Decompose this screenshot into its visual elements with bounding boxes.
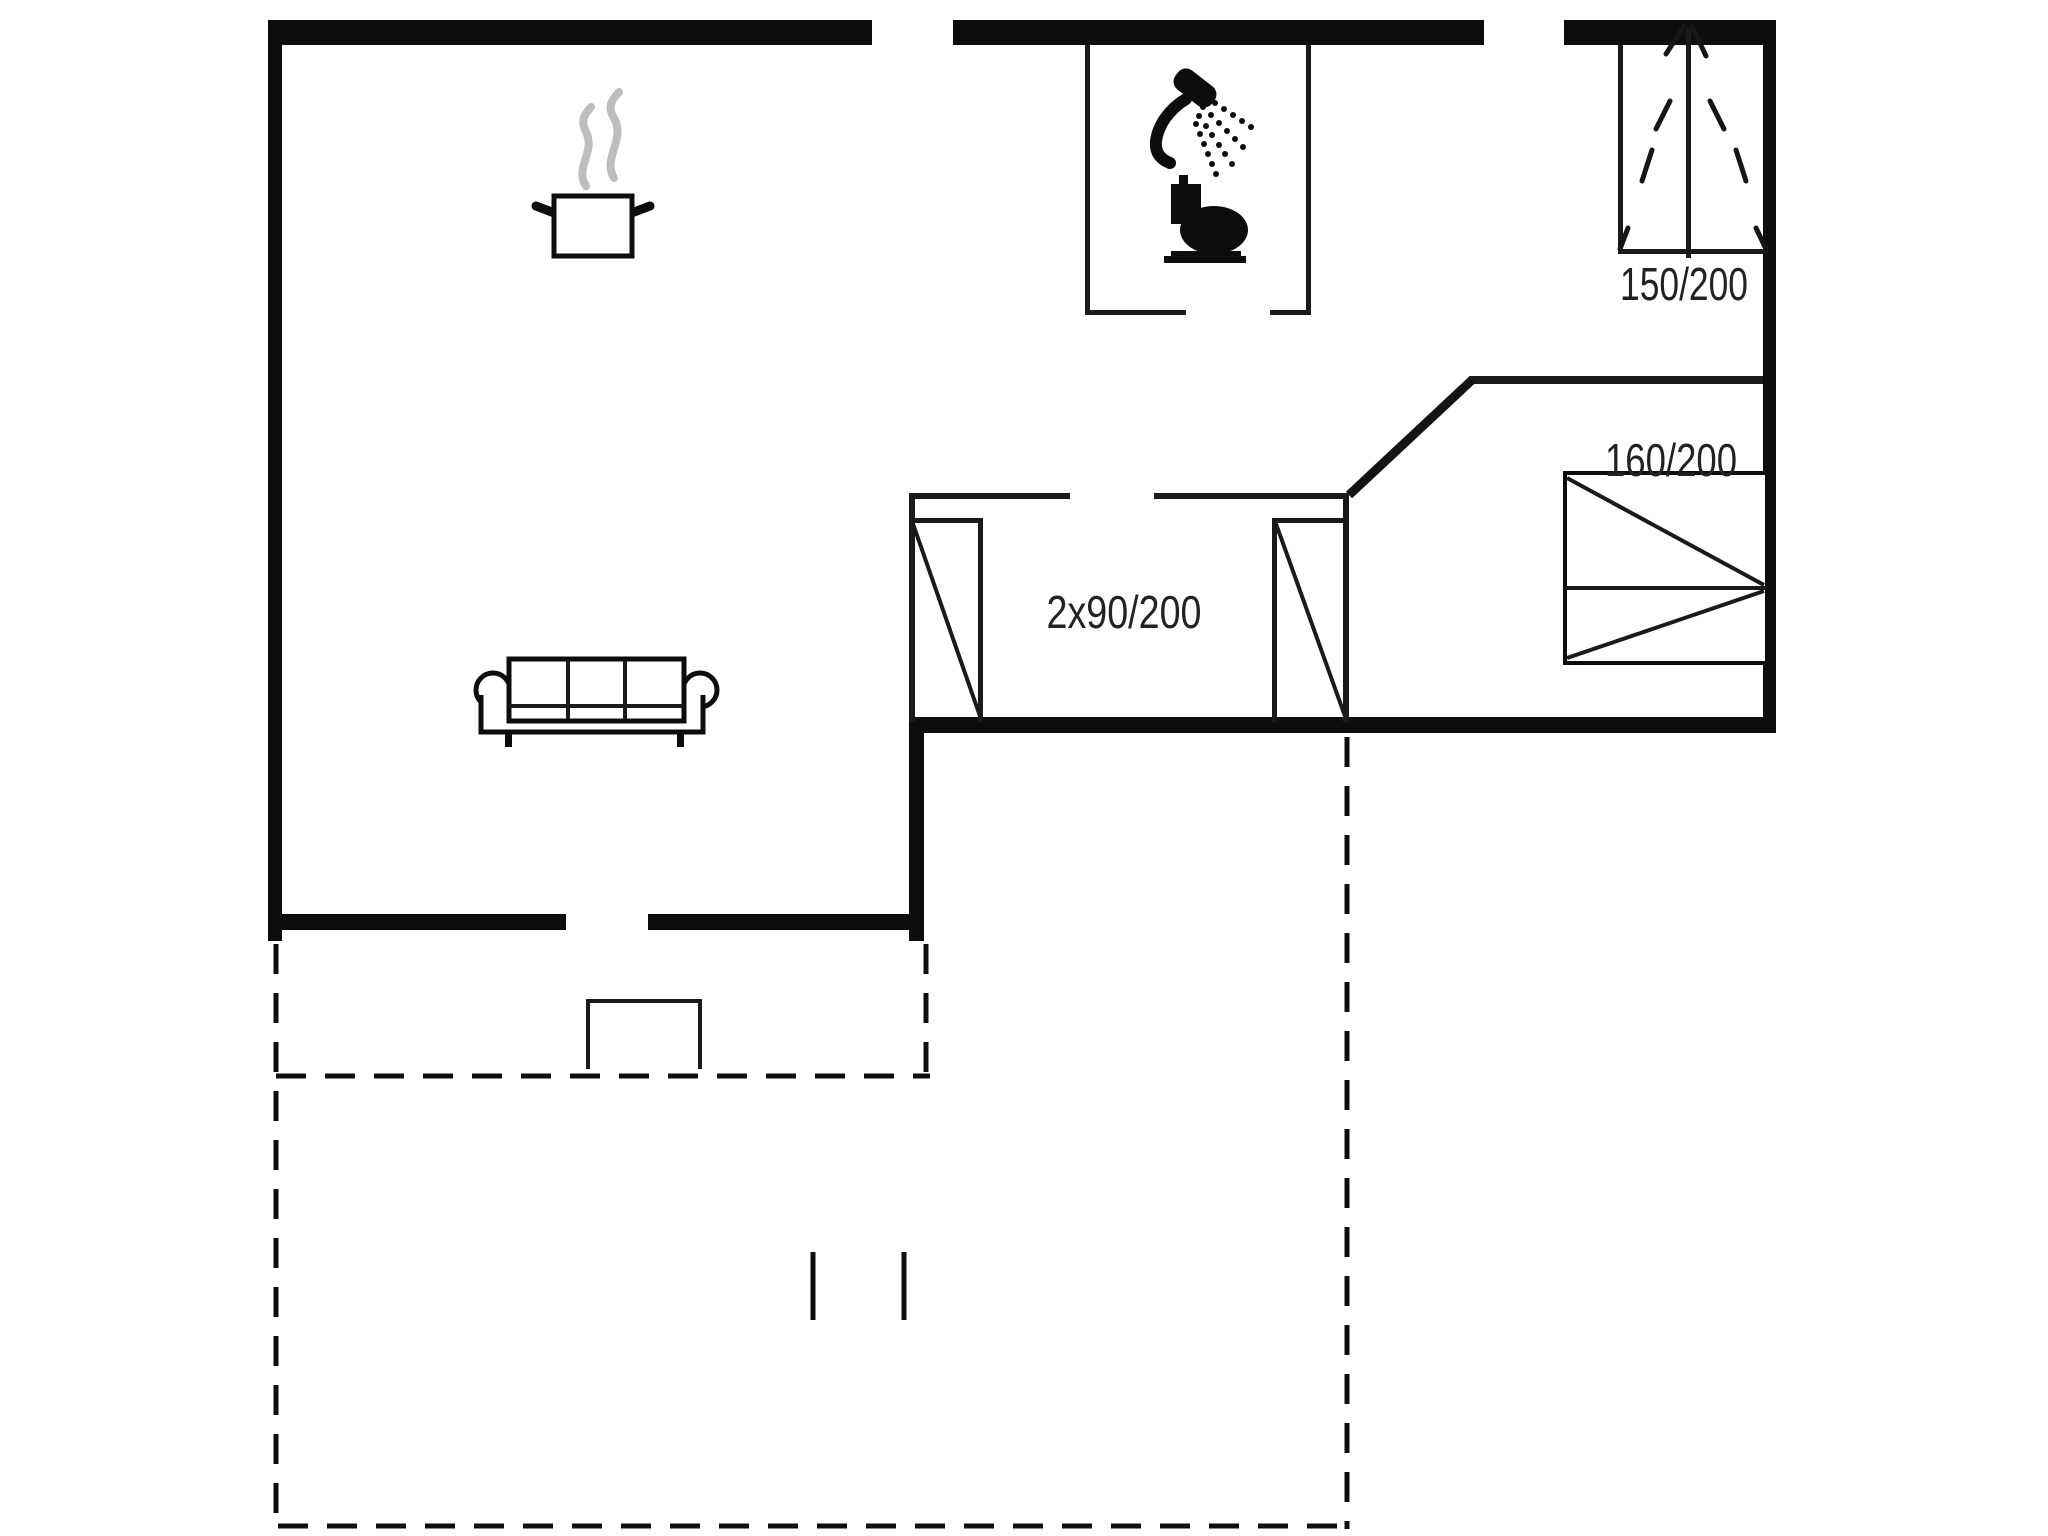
wardrobe-centerline [1686,28,1691,258]
wardrobe-arrow-right [1689,23,1709,59]
door-jamb-left [909,493,983,722]
shower-icon [1149,68,1254,177]
bathroom-wall-left [1085,45,1090,315]
hallway-walls [909,376,1763,722]
hall-line-right [1154,493,1346,499]
wall-bedroom-bottom [909,717,1776,733]
wall-step-vertical [909,717,924,941]
toilet-foot [1164,256,1246,263]
hall-diagonal-wall [1345,376,1476,499]
wardrobe-arrow-left [1663,23,1687,57]
living-room [473,88,720,747]
shower-spray-dots [1193,94,1254,177]
wall-top-segment-2 [953,20,1484,45]
bathroom-wall-bottom-left [1085,310,1186,315]
sofa-icon [473,656,720,747]
steam-wisp-right [606,88,623,182]
pot-body [551,193,635,259]
steam-wisp-left [578,103,595,190]
wardrobe-bottom-line [1618,249,1768,254]
dashed-terrace-outline [273,737,1350,1529]
double-bed-icon [1563,471,1769,665]
wardrobe-left-door-swing [1617,98,1673,252]
bed-diagonal-top [1566,476,1765,587]
double-door-size-label: 2x90/200 [1047,586,1202,638]
toilet-button [1179,175,1188,185]
bedroom-divider-wall [1343,493,1349,722]
toilet-icon [1164,175,1248,263]
bathroom-wall-right [1306,45,1311,315]
bathroom-wall-bottom-right [1270,310,1311,315]
wall-living-bottom-right [648,914,924,930]
sofa-foot-left [505,732,512,747]
bed-size-label: 160/200 [1605,434,1737,486]
wardrobe-right-door-swing [1707,98,1769,252]
wall-top-segment-3 [1564,20,1776,45]
wall-living-bottom-left [268,914,566,930]
sofa-foot-right [677,732,684,747]
wall-left [268,20,282,941]
door-jamb-right [1272,518,1349,722]
steaming-pot-icon [531,88,655,259]
bathroom [1085,45,1311,315]
shower-arm [1149,93,1192,169]
wardrobe-size-label: 150/200 [1620,258,1748,310]
wardrobe-double-door-icon: 150/200 [1617,23,1769,310]
wardrobe-wall-left [1618,45,1623,252]
door-jamb-left-diagonal [910,520,983,720]
hall-top-wall [1469,376,1763,384]
bed-diagonal-bottom [1566,589,1765,660]
door-jamb-right-diagonal [1273,520,1348,720]
door-step-symbol [586,999,702,1069]
hall-line-left [909,493,1070,499]
wall-top-segment-1 [268,20,872,45]
toilet-bowl [1180,206,1248,254]
double-door: 2x90/200 [909,493,1349,722]
sofa-cushions [506,656,687,724]
outer-walls [268,20,1776,941]
bedroom: 160/200 [1563,434,1769,665]
